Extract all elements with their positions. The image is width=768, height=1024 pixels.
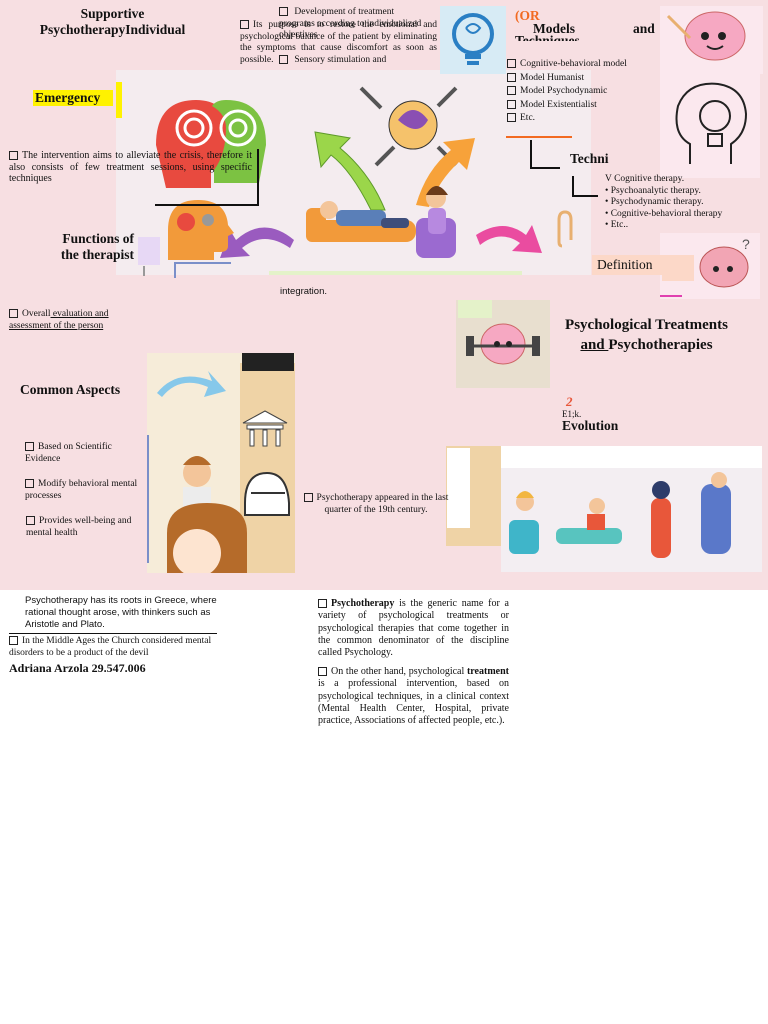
functions-gray-line [143,266,145,276]
common-item-2: Modify behavioral mental processes [25,479,138,501]
emergency-text: The intervention aims to alleviate the c… [9,150,252,184]
or-label: (OR [515,8,540,23]
techniques-item: • Psychoanalytic therapy. [605,185,701,196]
peach-tag [592,255,662,275]
green-arrow-icon [314,131,386,211]
purple-arrow-icon [220,227,294,258]
overall-evaluation-text: Overall evaluation and assessment of the… [9,309,109,331]
emergency-highlight-bar [116,82,122,118]
roots-divider [9,633,217,634]
development-text: Development of treatment programs accord… [279,7,429,42]
brain-arrows-icon [359,86,458,167]
models-item: Cognitive-behavioral model [507,59,632,71]
evolution-appeared-text: Psychotherapy appeared in the last quart… [296,493,456,516]
models-heading: Models [533,21,575,36]
two-heads-icon [156,100,266,188]
connector-line [530,140,532,168]
mint-box [269,271,522,275]
poster-background: ? [0,0,768,590]
author-name: Adriana Arzola 29.547.006 [9,661,146,675]
head-gears-icon [168,200,234,260]
emergency-heading: Emergency [33,90,113,106]
psychotherapy-definition: Psychotherapy is the generic name for a … [318,598,509,659]
techni-heading: Techni [570,151,609,166]
blue-connector [174,262,231,278]
sensory-text: Sensory stimulation and [279,55,449,67]
therapy-session-icon [306,186,456,258]
therapist-patient-icon [501,468,762,572]
blue-connector [147,435,157,563]
models-item: Model Existentialist [507,100,632,112]
connector-line [257,149,259,206]
techniques-list: V Cognitive therapy. • Psychoanalytic th… [605,174,755,232]
head-lightbulb-sketch-icon [660,74,760,178]
thinking-brain-icon: ? [660,233,760,299]
knight-helmet-icon [244,471,290,516]
orange-underline [506,136,572,138]
models-item: Model Psychodynamic [507,86,632,98]
connector-line [155,204,259,206]
paperclip-icon [557,210,573,248]
connector-line [530,167,560,169]
functions-heading: Functions of the therapist [60,231,134,262]
roots-text: Psychotherapy has its roots in Greece, w… [25,595,217,630]
brain-weightlifting-icon [456,300,550,388]
common-item-3: Provides well-being and mental health [26,516,132,538]
evolution-heading: Evolution [562,418,619,433]
common-aspects-heading: Common Aspects [20,382,121,397]
definition-heading: Definition [597,257,653,272]
lightbulb-brain-icon [440,6,506,74]
evolution-bar [501,446,762,468]
purpose-text: Its purpose is to restore the emotional … [240,20,437,65]
integration-text: integration. [280,286,328,297]
magenta-underline [660,295,682,297]
models-item: Model Humanist [507,73,632,85]
techniques-item: • Cognitive-behavioral therapy [605,208,723,219]
history-illustration [147,353,295,577]
treatment-definition: On the other hand, psychological treatme… [318,666,509,727]
connector-line [572,195,598,197]
brain-mascot-icon [660,6,763,74]
and-label: and [633,21,655,36]
person-thinking-icon [167,456,247,577]
techniques-lead: V Cognitive therapy. [605,174,685,184]
pink-arrow-icon [476,225,542,253]
supportive-title: Supportive PsychotherapyIndividual [39,6,186,37]
greek-temple-icon [242,410,288,447]
common-item-1: Based on Scientific Evidence [25,442,112,464]
techniques-item: • Etc.. [605,220,629,230]
lavender-box [138,237,160,265]
evolution-scroll-inner [447,448,470,528]
svg-text:?: ? [742,236,750,252]
evolution-number: 2 [566,394,573,409]
connector-line [572,176,574,196]
techniques-item: • Psychodynamic therapy. [605,197,704,207]
techniques-heading: Techniques [515,33,580,41]
models-list: Cognitive-behavioral model Model Humanis… [507,59,632,125]
models-item: Etc. [507,113,632,125]
evolution-code: E1;k. [562,409,582,419]
treatments-heading: Psychological Treatments and Psychothera… [565,317,728,353]
middle-ages-text: In the Middle Ages the Church considered… [9,636,212,658]
